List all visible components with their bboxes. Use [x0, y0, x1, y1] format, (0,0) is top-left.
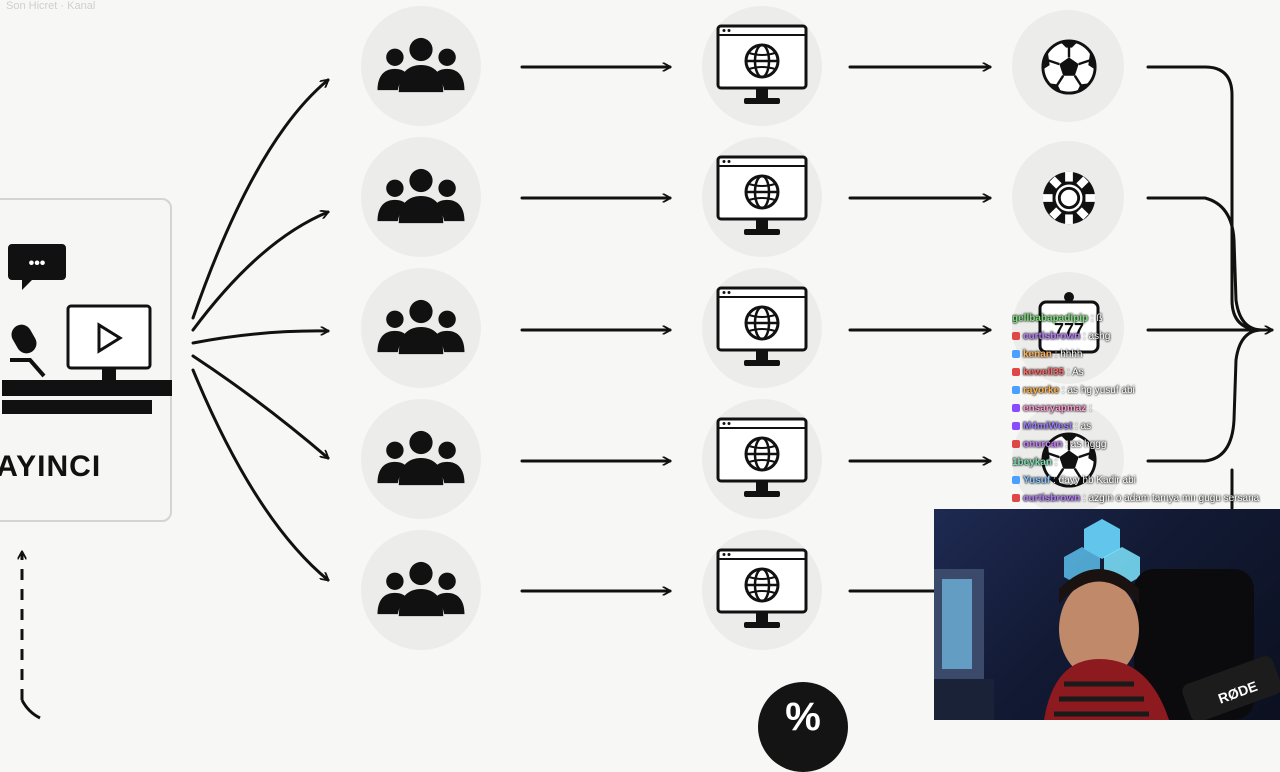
row-arrows	[520, 67, 992, 591]
arrow	[191, 354, 328, 458]
chat-text: ashg	[1088, 331, 1111, 342]
chat-username: Yusuf	[1023, 475, 1051, 486]
stream-chat-overlay: gellbabapadipip : ß curtisbrown : ashg k…	[1012, 310, 1280, 510]
chat-message: onurcan : as hggg	[1012, 436, 1280, 454]
merge-line	[1146, 196, 1264, 332]
chat-message: kenan : hhhh	[1012, 346, 1280, 364]
chat-text: as hg yusuf abi	[1067, 385, 1135, 396]
audience-node	[361, 137, 481, 257]
merge-lines	[1146, 65, 1274, 510]
webcam-overlay: RØDE	[934, 509, 1280, 720]
streamer-monitor-icon	[66, 304, 152, 386]
percent-node: %	[758, 682, 848, 772]
arrow	[191, 331, 328, 345]
chat-message: ensaryapmaz :	[1012, 400, 1280, 418]
soccer-node	[1012, 403, 1124, 515]
chat-message: 1beykan :	[1012, 457, 1058, 468]
chat-username: rayorke	[1023, 385, 1060, 396]
audience-node	[361, 530, 481, 650]
website-column	[702, 6, 822, 650]
arrow	[191, 212, 328, 332]
merge-line	[1146, 328, 1264, 463]
top-watermark: Son Hicret · Kanal	[6, 0, 96, 12]
audience-node	[361, 399, 481, 519]
soccer-node	[1012, 10, 1124, 122]
website-node	[702, 137, 822, 257]
chat-username: 1beykan	[1012, 457, 1053, 468]
slot-reels-text: 777	[1054, 320, 1084, 340]
chat-text: hhhh	[1060, 349, 1083, 360]
casino-chip-icon	[1041, 170, 1097, 226]
arrow	[191, 368, 328, 580]
fanout-arrows	[191, 80, 328, 580]
chat-username: kewell35	[1023, 367, 1065, 378]
chat-username: ensaryapmaz	[1023, 403, 1087, 414]
audience-node	[361, 268, 481, 388]
website-node	[702, 6, 822, 126]
chat-text: as hggg	[1070, 439, 1107, 450]
chat-message: kewell35 : As	[1012, 364, 1280, 382]
website-node	[702, 530, 822, 650]
chat-username: kenan	[1023, 349, 1052, 360]
website-node	[702, 268, 822, 388]
audience-column	[361, 6, 481, 650]
chat-message: curtisbrown : azgın o adam tanıya mıı gu…	[1012, 490, 1280, 508]
casino-node	[1012, 141, 1124, 253]
feedback-arrow	[22, 552, 41, 720]
chat-username: curtisbrown	[1023, 493, 1081, 504]
chat-username: M4miWest	[1023, 421, 1073, 432]
betting-column: 777	[1012, 10, 1124, 515]
chat-message: gellbabapadipip : ß	[1012, 313, 1103, 324]
audience-node	[361, 6, 481, 126]
streamer-label: YAYINCI	[0, 450, 102, 483]
chat-message: curtisbrown : ashg	[1012, 328, 1280, 346]
chat-username: curtisbrown	[1023, 331, 1081, 342]
chat-text: azgın o adam tanıya mıı gugu sersana	[1088, 493, 1260, 504]
chat-username: gellbabapadipip	[1012, 313, 1089, 324]
slot-node: 777	[1012, 272, 1124, 384]
chat-text: as	[1080, 421, 1092, 432]
chat-message: Yusuf : dayy hb Kadir abi	[1012, 472, 1280, 490]
arrow	[191, 80, 328, 320]
slot-machine-icon: 777	[1038, 292, 1100, 354]
chat-text: As	[1071, 367, 1084, 378]
merge-line	[1146, 65, 1264, 332]
chat-message: M4miWest : as	[1012, 418, 1280, 436]
chat-text: ß	[1096, 313, 1103, 324]
chat-username: onurcan	[1023, 439, 1063, 450]
soccer-ball-icon	[1041, 39, 1097, 95]
website-node	[702, 399, 822, 519]
streamer-card: •••	[0, 198, 172, 522]
microphone-icon	[2, 324, 172, 414]
chat-text: dayy hb Kadir abi	[1058, 475, 1136, 486]
chat-bubble-dots: •••	[29, 255, 46, 272]
chat-bubble-icon	[8, 244, 66, 290]
chat-message: rayorke : as hg yusuf abi	[1012, 382, 1280, 400]
flow-diagram: 777	[0, 6, 1274, 720]
